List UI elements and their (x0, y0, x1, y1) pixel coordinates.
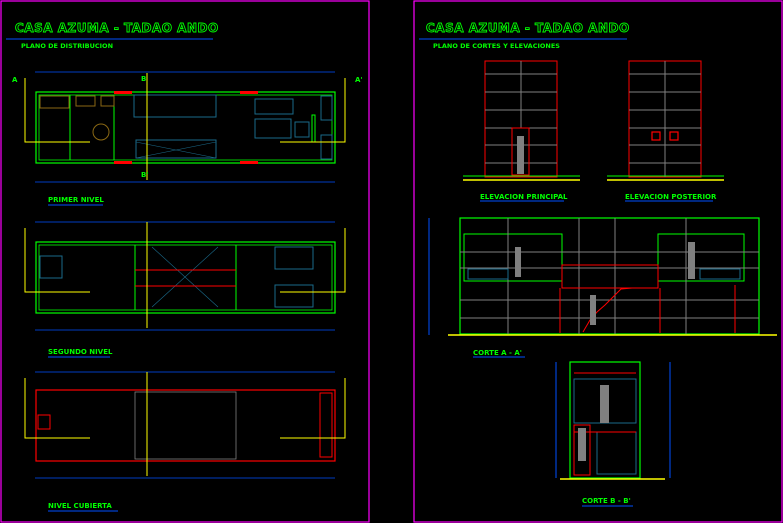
plan-label-primer-nivel: PRIMER NIVEL (48, 196, 104, 204)
label-corte-a: CORTE A - A' (473, 349, 522, 357)
plan-label-segundo-nivel: SEGUNDO NIVEL (48, 348, 113, 356)
plan-label-nivel-cubierta: NIVEL CUBIERTA (48, 502, 112, 510)
sheet-title-left: CASA AZUMA - TADAO ANDO (15, 21, 219, 35)
section-mark-b-prime: B' (141, 171, 148, 179)
plan-nivel-cubierta (24, 371, 346, 479)
elevacion-principal-drawing (463, 60, 580, 181)
plan-primer-nivel (24, 71, 346, 183)
elevacion-posterior-drawing (607, 60, 724, 181)
section-mark-a: A (12, 76, 18, 84)
label-elevacion-posterior: ELEVACION POSTERIOR (625, 193, 717, 201)
sheet-border-left (0, 0, 370, 523)
sheet-subtitle-right: PLANO DE CORTES Y ELEVACIONES (433, 42, 560, 50)
section-mark-a-prime: A' (355, 76, 363, 84)
section-mark-b: B (141, 75, 146, 83)
sheet-subtitle-left: PLANO DE DISTRIBUCION (21, 42, 113, 50)
corte-b-drawing (555, 361, 671, 480)
plan-segundo-nivel (24, 221, 346, 331)
sheet-border-right (413, 0, 783, 523)
label-elevacion-principal: ELEVACION PRINCIPAL (480, 193, 568, 201)
corte-a-drawing (428, 217, 777, 336)
label-corte-b: CORTE B - B' (582, 497, 631, 505)
sheet-title-right: CASA AZUMA - TADAO ANDO (426, 21, 630, 35)
